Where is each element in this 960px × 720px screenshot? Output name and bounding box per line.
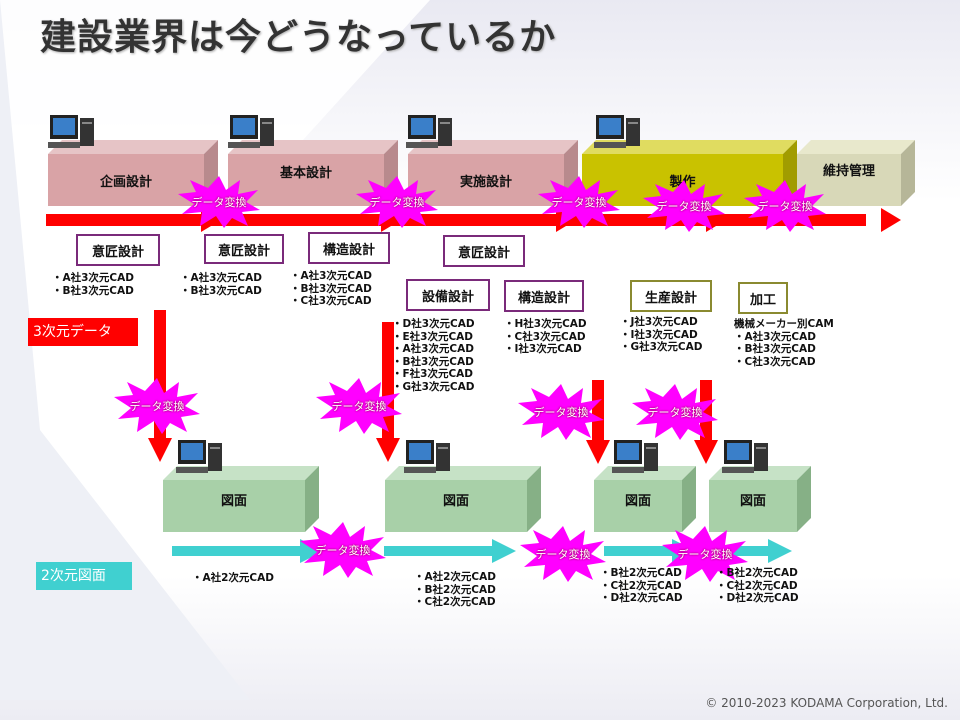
stage-box-fabrication: 製作 xyxy=(582,140,797,206)
cad-2d-list: ・A社2次元CAD xyxy=(192,572,274,584)
stage-box-basic: 基本設計 xyxy=(228,140,398,206)
cam-list: 機械メーカー別CAM・A社3次元CAD・B社3次元CAD・C社3次元CAD xyxy=(734,318,834,368)
label-design: 意匠設計 xyxy=(76,234,160,266)
drawing-label: 図面 xyxy=(442,494,469,509)
badge-2d-drawing: 2次元図面 xyxy=(36,562,132,590)
data-conversion-burst: データ変換 xyxy=(632,384,718,440)
down-arrow xyxy=(694,380,718,464)
drawing-box: 図面 xyxy=(709,466,811,532)
label-design: 意匠設計 xyxy=(443,235,525,267)
data-conversion-burst: データ変換 xyxy=(662,526,748,582)
drawing-label: 図面 xyxy=(220,494,247,509)
stage-label: 基本設計 xyxy=(279,166,332,181)
label-production: 生産設計 xyxy=(630,280,712,312)
data-conversion-burst: データ変換 xyxy=(114,378,200,434)
computer-icon xyxy=(594,115,640,148)
stage-label: 実施設計 xyxy=(459,174,512,190)
down-arrow xyxy=(586,380,610,464)
badge-3d-data: 3次元データ xyxy=(28,318,138,346)
label-equipment: 設備設計 xyxy=(406,279,490,311)
cad-list: ・A社3次元CAD・B社3次元CAD xyxy=(52,272,134,297)
stage-label: 企画設計 xyxy=(99,174,152,190)
stage-label: 維持管理 xyxy=(822,164,875,179)
label-machining: 加工 xyxy=(738,282,788,314)
computer-icon xyxy=(406,115,452,148)
computer-icon xyxy=(722,440,768,473)
data-conversion-burst: データ変換 xyxy=(356,176,438,228)
drawing-box: 図面 xyxy=(594,466,696,532)
drawing-label: 図面 xyxy=(624,494,651,509)
data-conversion-burst: データ変換 xyxy=(520,526,606,582)
label-structure: 構造設計 xyxy=(308,232,390,264)
computer-icon xyxy=(48,115,94,148)
data-conversion-burst: データ変換 xyxy=(744,180,826,232)
cad-list: ・D社3次元CAD・E社3次元CAD・A社3次元CAD・B社3次元CAD・F社3… xyxy=(392,318,475,393)
flow-arrow-2d xyxy=(172,539,792,563)
cad-2d-list: ・B社2次元CAD・C社2次元CAD・D社2次元CAD xyxy=(600,567,683,604)
drawing-box: 図面 xyxy=(385,466,541,532)
computer-icon xyxy=(176,440,222,473)
cad-list: ・J社3次元CAD・I社3次元CAD・G社3次元CAD xyxy=(620,316,703,353)
computer-icon xyxy=(404,440,450,473)
cad-list: ・A社3次元CAD・B社3次元CAD・C社3次元CAD xyxy=(290,270,372,307)
computer-icon xyxy=(612,440,658,473)
label-design: 意匠設計 xyxy=(204,234,284,264)
computer-icon xyxy=(228,115,274,148)
data-conversion-burst: データ変換 xyxy=(316,378,402,434)
page-title: 建設業界は今どうなっているか xyxy=(40,17,557,58)
data-conversion-burst: データ変換 xyxy=(643,180,725,232)
label-structure: 構造設計 xyxy=(504,280,584,312)
data-conversion-burst: データ変換 xyxy=(300,522,386,578)
cad-list: ・A社3次元CAD・B社3次元CAD xyxy=(180,272,262,297)
stage-box-detailed: 実施設計 xyxy=(408,140,578,206)
cad-2d-list: ・B社2次元CAD・C社2次元CAD・D社2次元CAD xyxy=(716,567,799,604)
drawing-label: 図面 xyxy=(739,494,766,509)
cad-2d-list: ・A社2次元CAD・B社2次元CAD・C社2次元CAD xyxy=(414,571,496,608)
data-conversion-burst: データ変換 xyxy=(178,176,260,228)
copyright: © 2010-2023 KODAMA Corporation, Ltd. xyxy=(705,696,948,710)
data-conversion-burst: データ変換 xyxy=(518,384,604,440)
data-conversion-burst: データ変換 xyxy=(538,176,620,228)
cad-list: ・H社3次元CAD・C社3次元CAD・I社3次元CAD xyxy=(504,318,587,355)
